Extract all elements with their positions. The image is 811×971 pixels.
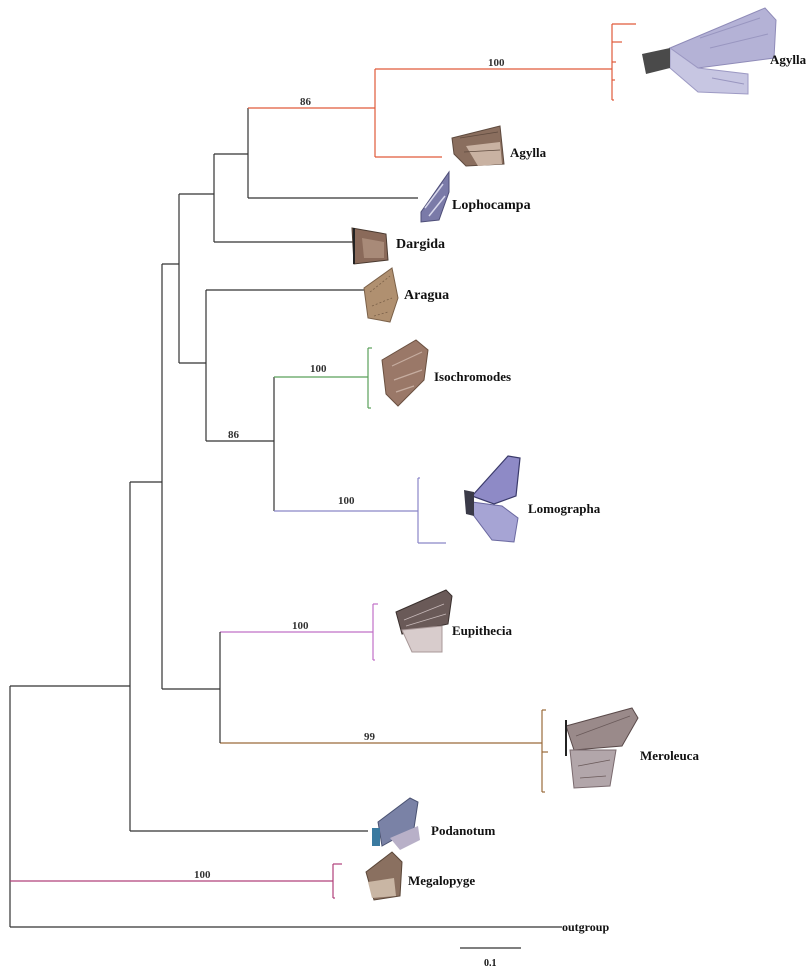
meroleuca-branches [220, 710, 548, 792]
moth-wing-image [566, 708, 638, 788]
bootstrap-eupithecia: 100 [292, 620, 309, 632]
taxon-label-podanotum: Podanotum [431, 823, 495, 838]
moth-wing-image [464, 456, 520, 542]
eupithecia-branches [220, 604, 378, 660]
taxon-label-lomographa: Lomographa [528, 501, 601, 516]
moth-wing-image [452, 126, 504, 166]
bootstrap-agylla-top: 100 [488, 57, 505, 69]
taxon-label-meroleuca: Meroleuca [640, 748, 699, 763]
moth-wing-image [352, 228, 388, 264]
moth-wing-image [382, 340, 428, 406]
scale-bar-label: 0.1 [484, 958, 497, 969]
moth-wing-image [642, 8, 776, 94]
taxon-label-isochromodes: Isochromodes [434, 369, 511, 384]
bootstrap-isochromodes-lomographa: 86 [228, 429, 240, 441]
taxon-labels: Agylla Agylla Lophocampa Dargida Aragua … [396, 52, 807, 934]
scale-bar: 0.1 [460, 948, 521, 969]
moth-wing-image [421, 172, 449, 222]
taxon-label-eupithecia: Eupithecia [452, 623, 512, 638]
taxon-label-lophocampa: Lophocampa [452, 198, 531, 213]
moth-images [352, 8, 776, 900]
taxon-label-dargida: Dargida [396, 237, 445, 252]
bootstrap-values: 86 100 100 86 100 100 99 100 [194, 57, 505, 881]
agylla-clade-branches [248, 24, 636, 157]
bootstrap-agylla-clade: 86 [300, 96, 312, 108]
bootstrap-meroleuca: 99 [364, 731, 376, 743]
megalopyge-branches [10, 864, 342, 898]
taxon-label-aragua: Aragua [404, 288, 449, 303]
taxon-label-megalopyge: Megalopyge [408, 873, 475, 888]
bootstrap-isochromodes: 100 [310, 363, 327, 375]
lomographa-branches [274, 478, 446, 543]
moth-wing-image [372, 798, 420, 850]
taxon-label-agylla-top: Agylla [770, 52, 807, 67]
moth-wing-image [396, 590, 452, 652]
bootstrap-lomographa: 100 [338, 495, 355, 507]
bootstrap-megalopyge: 100 [194, 869, 211, 881]
moth-wing-image [366, 852, 402, 900]
taxon-label-outgroup: outgroup [562, 920, 609, 934]
isochromodes-branches [274, 348, 372, 408]
taxon-label-agylla-mid: Agylla [510, 145, 547, 160]
moth-wing-image [364, 268, 398, 322]
